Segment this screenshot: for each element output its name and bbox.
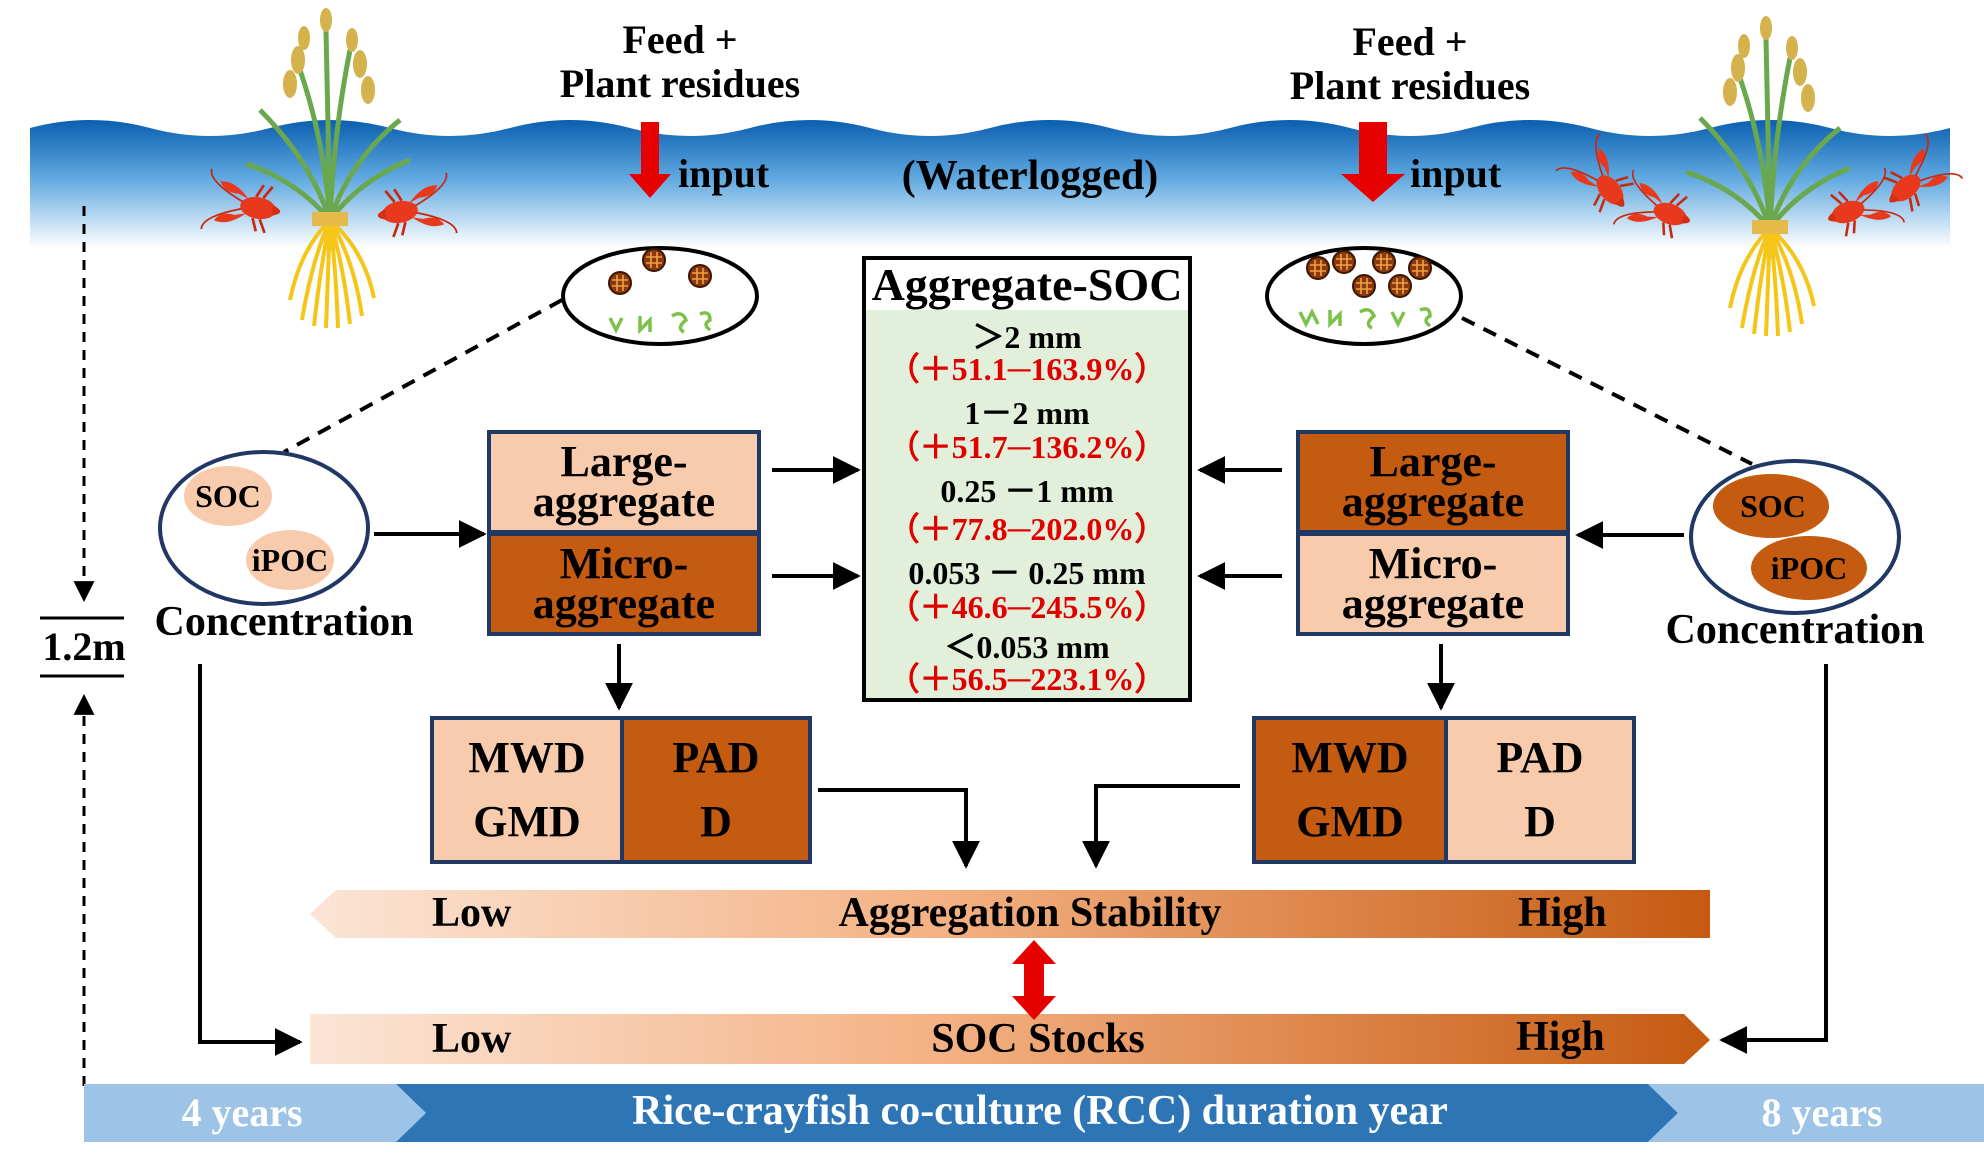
- stability-low-label: Low: [432, 890, 512, 936]
- soc-stocks-low-label: Low: [432, 1016, 512, 1062]
- right-input-arrow-label: input: [1410, 151, 1502, 196]
- right-mwd-label: MWD: [1291, 733, 1409, 782]
- left-micro-aggregate-line2: aggregate: [532, 579, 716, 628]
- waterlogged-label: (Waterlogged): [901, 153, 1159, 199]
- agg-row-3-change: （＋77.8─202.0%）: [887, 511, 1167, 547]
- left-concentration-label: Concentration: [154, 599, 414, 645]
- left-d-label: D: [700, 797, 732, 846]
- left-input-arrow-label: input: [678, 151, 770, 196]
- agg-row-2-change: （＋51.7─136.2%）: [887, 429, 1167, 465]
- depth-label: 1.2m: [42, 624, 126, 669]
- right-mwd-gmd-cell: MWD GMD: [1256, 720, 1444, 860]
- right-micro-aggregate-line2: aggregate: [1341, 579, 1525, 628]
- left-pad-label: PAD: [672, 733, 760, 782]
- left-large-aggregate-line1: Large-: [560, 437, 688, 486]
- agg-row-5-change: （＋56.5─223.1%）: [887, 661, 1167, 697]
- soc-stocks-high-label: High: [1516, 1014, 1605, 1060]
- right-pad-d-cell: PAD D: [1444, 720, 1632, 860]
- right-ipoc-label: iPOC: [1770, 550, 1848, 586]
- right-micro-aggregate-line1: Micro-: [1368, 539, 1498, 588]
- left-micro-aggregate-line1: Micro-: [559, 539, 689, 588]
- left-input-line2: Plant residues: [559, 61, 801, 106]
- timeline-title: Rice-crayfish co-culture (RCC) duration …: [632, 1088, 1448, 1134]
- aggregate-soc-title: Aggregate-SOC: [866, 260, 1188, 310]
- right-pad-label: PAD: [1496, 733, 1584, 782]
- agg-row-1-size: ＞2 mm: [972, 319, 1082, 355]
- agg-row-4-change: （＋46.6─245.5%）: [887, 589, 1167, 625]
- agg-row-3-size: 0.25 －1 mm: [940, 473, 1114, 509]
- right-large-aggregate-line1: Large-: [1369, 437, 1497, 486]
- right-d-label: D: [1524, 797, 1556, 846]
- left-mwd-gmd-cell: MWD GMD: [434, 720, 620, 860]
- stability-high-label: High: [1518, 890, 1607, 936]
- left-pad-d-cell: PAD D: [620, 720, 808, 860]
- agg-row-2-size: 1－2 mm: [964, 395, 1090, 431]
- left-gmd-label: GMD: [473, 797, 581, 846]
- right-input-label: Feed + Plant residues: [1250, 20, 1570, 108]
- timeline-end-label: 8 years: [1761, 1090, 1883, 1135]
- timeline-start-label: 4 years: [181, 1090, 303, 1135]
- left-mwd-label: MWD: [468, 733, 586, 782]
- left-input-label: Feed + Plant residues: [520, 18, 840, 106]
- right-input-line2: Plant residues: [1289, 63, 1531, 108]
- right-soc-label: SOC: [1740, 488, 1806, 524]
- stability-title: Aggregation Stability: [838, 890, 1222, 936]
- right-input-line1: Feed +: [1352, 19, 1468, 64]
- right-large-aggregate-box: Large- aggregate: [1296, 430, 1570, 534]
- agg-row-4-size: 0.053 － 0.25 mm: [908, 555, 1146, 591]
- right-large-aggregate-line2: aggregate: [1341, 477, 1525, 526]
- left-soc-label: SOC: [195, 478, 261, 514]
- aggregate-soc-panel: Aggregate-SOC ＞2 mm （＋51.1─163.9%） 1－2 m…: [862, 256, 1192, 702]
- left-large-aggregate-line2: aggregate: [532, 477, 716, 526]
- right-concentration-label: Concentration: [1665, 607, 1925, 653]
- right-index-box: MWD GMD PAD D: [1252, 716, 1636, 864]
- right-micro-aggregate-box: Micro- aggregate: [1296, 532, 1570, 636]
- soc-stocks-title: SOC Stocks: [931, 1016, 1145, 1062]
- agg-row-5-size: ＜0.053 mm: [944, 629, 1110, 665]
- agg-row-1-change: （＋51.1─163.9%）: [887, 351, 1167, 387]
- right-gmd-label: GMD: [1296, 797, 1404, 846]
- left-micro-aggregate-box: Micro- aggregate: [487, 532, 761, 636]
- left-large-aggregate-box: Large- aggregate: [487, 430, 761, 534]
- left-input-line1: Feed +: [622, 17, 738, 62]
- left-ipoc-label: iPOC: [251, 542, 329, 578]
- left-index-box: MWD GMD PAD D: [430, 716, 812, 864]
